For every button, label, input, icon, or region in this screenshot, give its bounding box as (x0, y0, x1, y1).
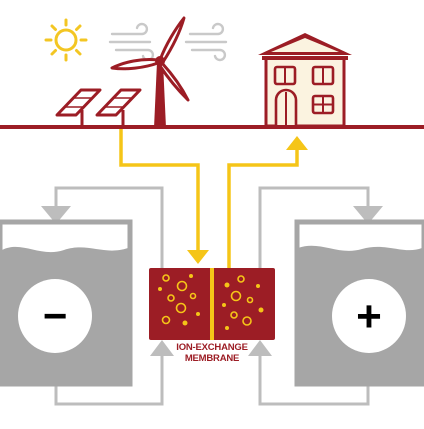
charge-arrow-head (187, 250, 209, 264)
negative-symbol: − (43, 292, 68, 339)
energy-flow-lines (119, 129, 299, 268)
right-pipe-loop (258, 186, 370, 406)
membrane-label: ION-EXCHANGE MEMBRANE (150, 342, 274, 364)
positive-symbol: + (356, 292, 382, 341)
left-bottom-pipe-arrow (150, 340, 174, 356)
negative-terminal-icon (18, 279, 92, 353)
right-top-pipe-arrow (353, 206, 383, 224)
ion-exchange-membrane (210, 268, 214, 340)
power-grid-line (0, 125, 424, 129)
right-bottom-pipe-arrow (248, 340, 272, 356)
solar-panel-icon (55, 88, 142, 128)
electrochemical-cell (149, 268, 275, 340)
positive-electrolyte-tank (294, 219, 424, 387)
wind-turbine-icon (110, 16, 190, 128)
negative-electrolyte-tank (0, 219, 133, 387)
discharge-arrow-head (286, 136, 308, 150)
wind-lines-icon-right (184, 22, 228, 62)
ion-bubbles (161, 274, 254, 326)
membrane-label-line1: ION-EXCHANGE (176, 342, 248, 353)
positive-terminal-icon (332, 279, 406, 353)
left-top-pipe-arrow (41, 206, 71, 224)
sun-icon (44, 18, 88, 62)
wind-lines-icon (108, 22, 155, 62)
house-icon (258, 33, 352, 128)
left-pipe-loop (54, 186, 164, 406)
membrane-label-line2: MEMBRANE (184, 353, 240, 364)
